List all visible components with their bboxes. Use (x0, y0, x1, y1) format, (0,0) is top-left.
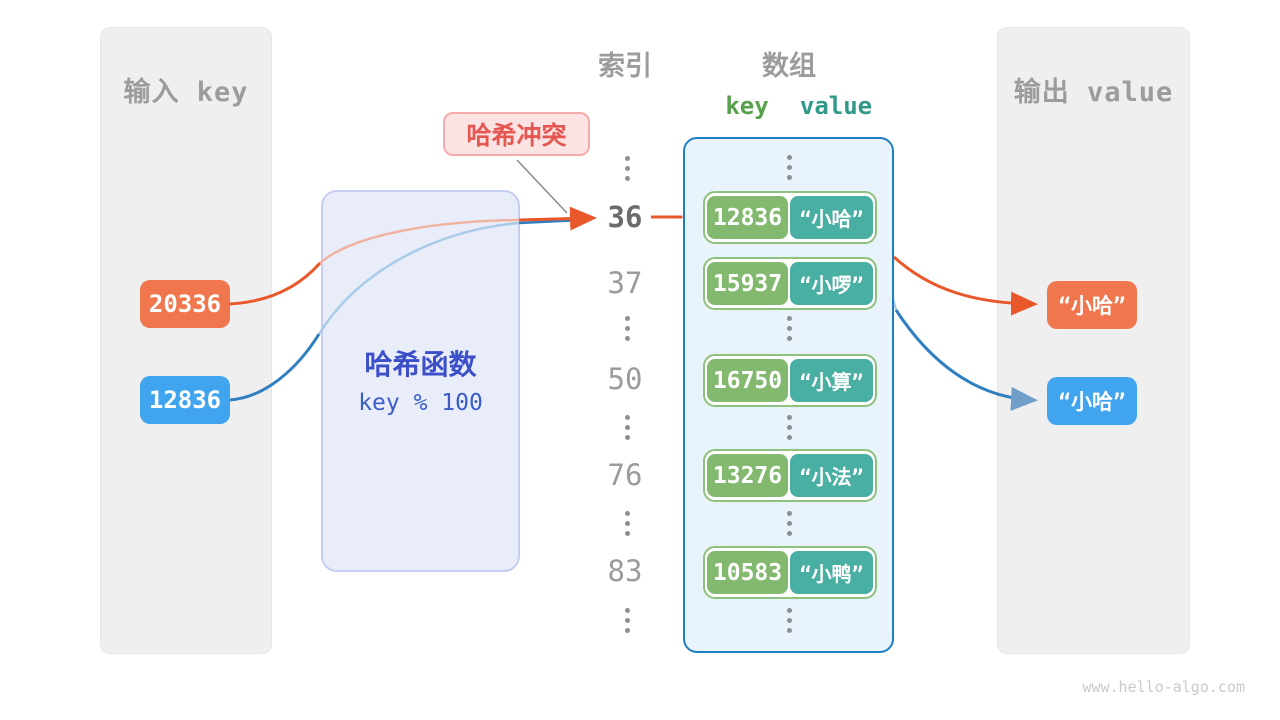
index-column-title: 索引 (598, 51, 652, 82)
input-panel-title: 输入 key (123, 77, 249, 108)
hash-collision-label: 哈希冲突 (443, 112, 590, 156)
hash-function-title: 哈希函数 (364, 348, 477, 381)
array-key: 15937 (707, 262, 788, 305)
index-76: 76 (607, 458, 643, 492)
ellipsis-icon (784, 155, 794, 180)
array-row: 16750 “小算” (703, 354, 877, 407)
index-36: 36 (607, 200, 643, 234)
array-key: 12836 (707, 196, 788, 239)
array-value: “小算” (790, 359, 873, 402)
array-key: 16750 (707, 359, 788, 402)
hash-function-formula: key % 100 (358, 390, 483, 416)
input-key-12836: 12836 (140, 376, 230, 424)
ellipsis-icon (784, 608, 794, 633)
ellipsis-icon (622, 608, 632, 633)
output-panel: 输出 value (997, 27, 1190, 654)
key-header: key (725, 92, 769, 120)
ellipsis-icon (622, 415, 632, 440)
watermark: www.hello-algo.com (1082, 678, 1245, 696)
array-key: 13276 (707, 454, 788, 497)
index-37: 37 (607, 266, 643, 300)
array-value: “小法” (790, 454, 873, 497)
array-row: 10583 “小鸭” (703, 546, 877, 599)
arrow-merged-blue (518, 218, 583, 225)
input-key-20336: 20336 (140, 280, 230, 328)
array-value: “小哈” (790, 196, 873, 239)
value-header: value (799, 92, 873, 120)
array-value: “小啰” (790, 262, 873, 305)
ellipsis-icon (784, 511, 794, 536)
output-value-blue: “小哈” (1047, 377, 1137, 425)
arrow-to-index-36 (518, 206, 597, 231)
output-value-orange: “小哈” (1047, 281, 1137, 329)
array-key: 10583 (707, 551, 788, 594)
ellipsis-icon (622, 511, 632, 536)
array-row: 12836 “小哈” (703, 191, 877, 244)
array-row: 13276 “小法” (703, 449, 877, 502)
ellipsis-icon (622, 316, 632, 341)
output-panel-title: 输出 value (1013, 77, 1174, 108)
ellipsis-icon (622, 156, 632, 181)
ellipsis-icon (784, 415, 794, 440)
array-row: 15937 “小啰” (703, 257, 877, 310)
index-83: 83 (607, 554, 643, 588)
ellipsis-icon (784, 316, 794, 341)
array-column-title: 数组 (762, 51, 816, 82)
array-value: “小鸭” (790, 551, 873, 594)
index-50: 50 (607, 362, 643, 396)
collision-callout-line (516, 159, 568, 214)
input-panel: 输入 key (100, 27, 272, 654)
